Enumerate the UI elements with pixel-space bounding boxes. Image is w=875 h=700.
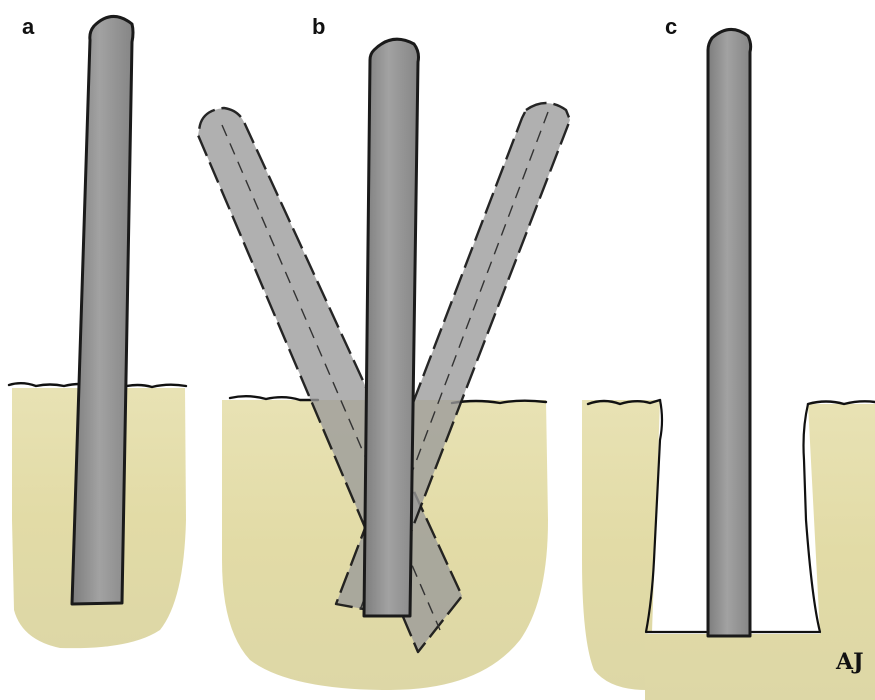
panel-a: a: [9, 14, 186, 648]
panel-label-b: b: [312, 14, 325, 39]
artist-signature: AJ: [835, 649, 863, 675]
panel-c: c AJ: [582, 14, 875, 700]
panel-label-a: a: [22, 14, 35, 39]
post-c: [708, 29, 751, 636]
panel-label-c: c: [665, 14, 677, 39]
post-b-vertical: [364, 39, 419, 616]
panel-b: b: [198, 14, 570, 690]
post-a: [72, 16, 133, 604]
